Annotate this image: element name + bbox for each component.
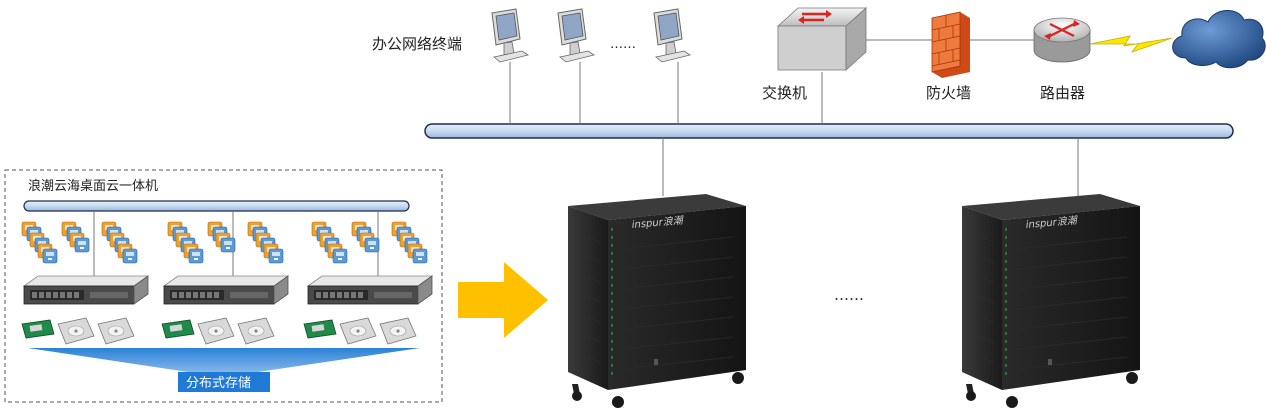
vm-icon bbox=[359, 232, 380, 253]
router-label: 路由器 bbox=[1040, 84, 1085, 102]
distributed-storage-label: 分布式存储 bbox=[186, 376, 251, 391]
router-icon bbox=[1033, 17, 1091, 63]
vm-icon bbox=[69, 232, 90, 253]
terminal-ellipsis: …… bbox=[610, 37, 636, 52]
cabinet-ellipsis: …… bbox=[834, 286, 864, 304]
vm-icon bbox=[117, 243, 138, 264]
rack-server-icon bbox=[23, 275, 149, 305]
firewall-icon bbox=[931, 11, 970, 78]
vm-cluster-3 bbox=[311, 221, 428, 264]
vm-icon bbox=[407, 243, 428, 264]
right-arrow-icon bbox=[458, 262, 548, 338]
hard-disk-icon bbox=[237, 317, 275, 345]
vm-icon bbox=[37, 243, 58, 264]
cloud-desktop-box-label: 浪潮云海桌面云一体机 bbox=[28, 179, 158, 194]
office-terminals-label: 办公网络终端 bbox=[372, 35, 462, 53]
vm-cluster-2 bbox=[167, 221, 284, 264]
hard-disk-icon bbox=[339, 317, 377, 345]
vm-icon bbox=[215, 232, 236, 253]
monitor-icon bbox=[557, 8, 595, 63]
hard-disk-icon bbox=[197, 317, 235, 345]
cabinet-logo: inspur浪潮 bbox=[1025, 214, 1079, 231]
switch-icon bbox=[776, 7, 868, 71]
cabinet-icon: inspur浪潮 bbox=[567, 193, 747, 409]
hard-disk-icon bbox=[21, 319, 55, 339]
switch-label: 交换机 bbox=[762, 84, 807, 102]
hard-disk-icon bbox=[161, 319, 195, 339]
storage-fan bbox=[28, 348, 420, 372]
hard-disk-icon bbox=[379, 317, 417, 345]
hard-disk-icon bbox=[303, 319, 337, 339]
hard-disk-icon bbox=[57, 317, 95, 345]
vm-icon bbox=[183, 243, 204, 264]
vm-cluster-1 bbox=[21, 221, 138, 264]
cabinet-icon: inspur浪潮 bbox=[961, 193, 1141, 409]
cloud-icon bbox=[1172, 10, 1266, 69]
monitor-icon bbox=[653, 8, 691, 63]
network-bus bbox=[424, 123, 1234, 139]
hard-disk-icon bbox=[97, 317, 135, 345]
lightning-icon bbox=[1089, 35, 1173, 53]
rack-server-icon bbox=[307, 275, 433, 305]
firewall-label: 防火墙 bbox=[926, 84, 971, 102]
vm-icon bbox=[263, 243, 284, 264]
cabinet-logo: inspur浪潮 bbox=[631, 214, 685, 231]
vm-icon bbox=[327, 243, 348, 264]
connection-lines bbox=[509, 39, 1079, 196]
cloud-desktop-box bbox=[4, 169, 443, 403]
distributed-storage-badge bbox=[178, 372, 270, 392]
rack-server-icon bbox=[163, 275, 289, 305]
inner-bus bbox=[23, 200, 410, 212]
monitor-icon bbox=[491, 8, 529, 63]
